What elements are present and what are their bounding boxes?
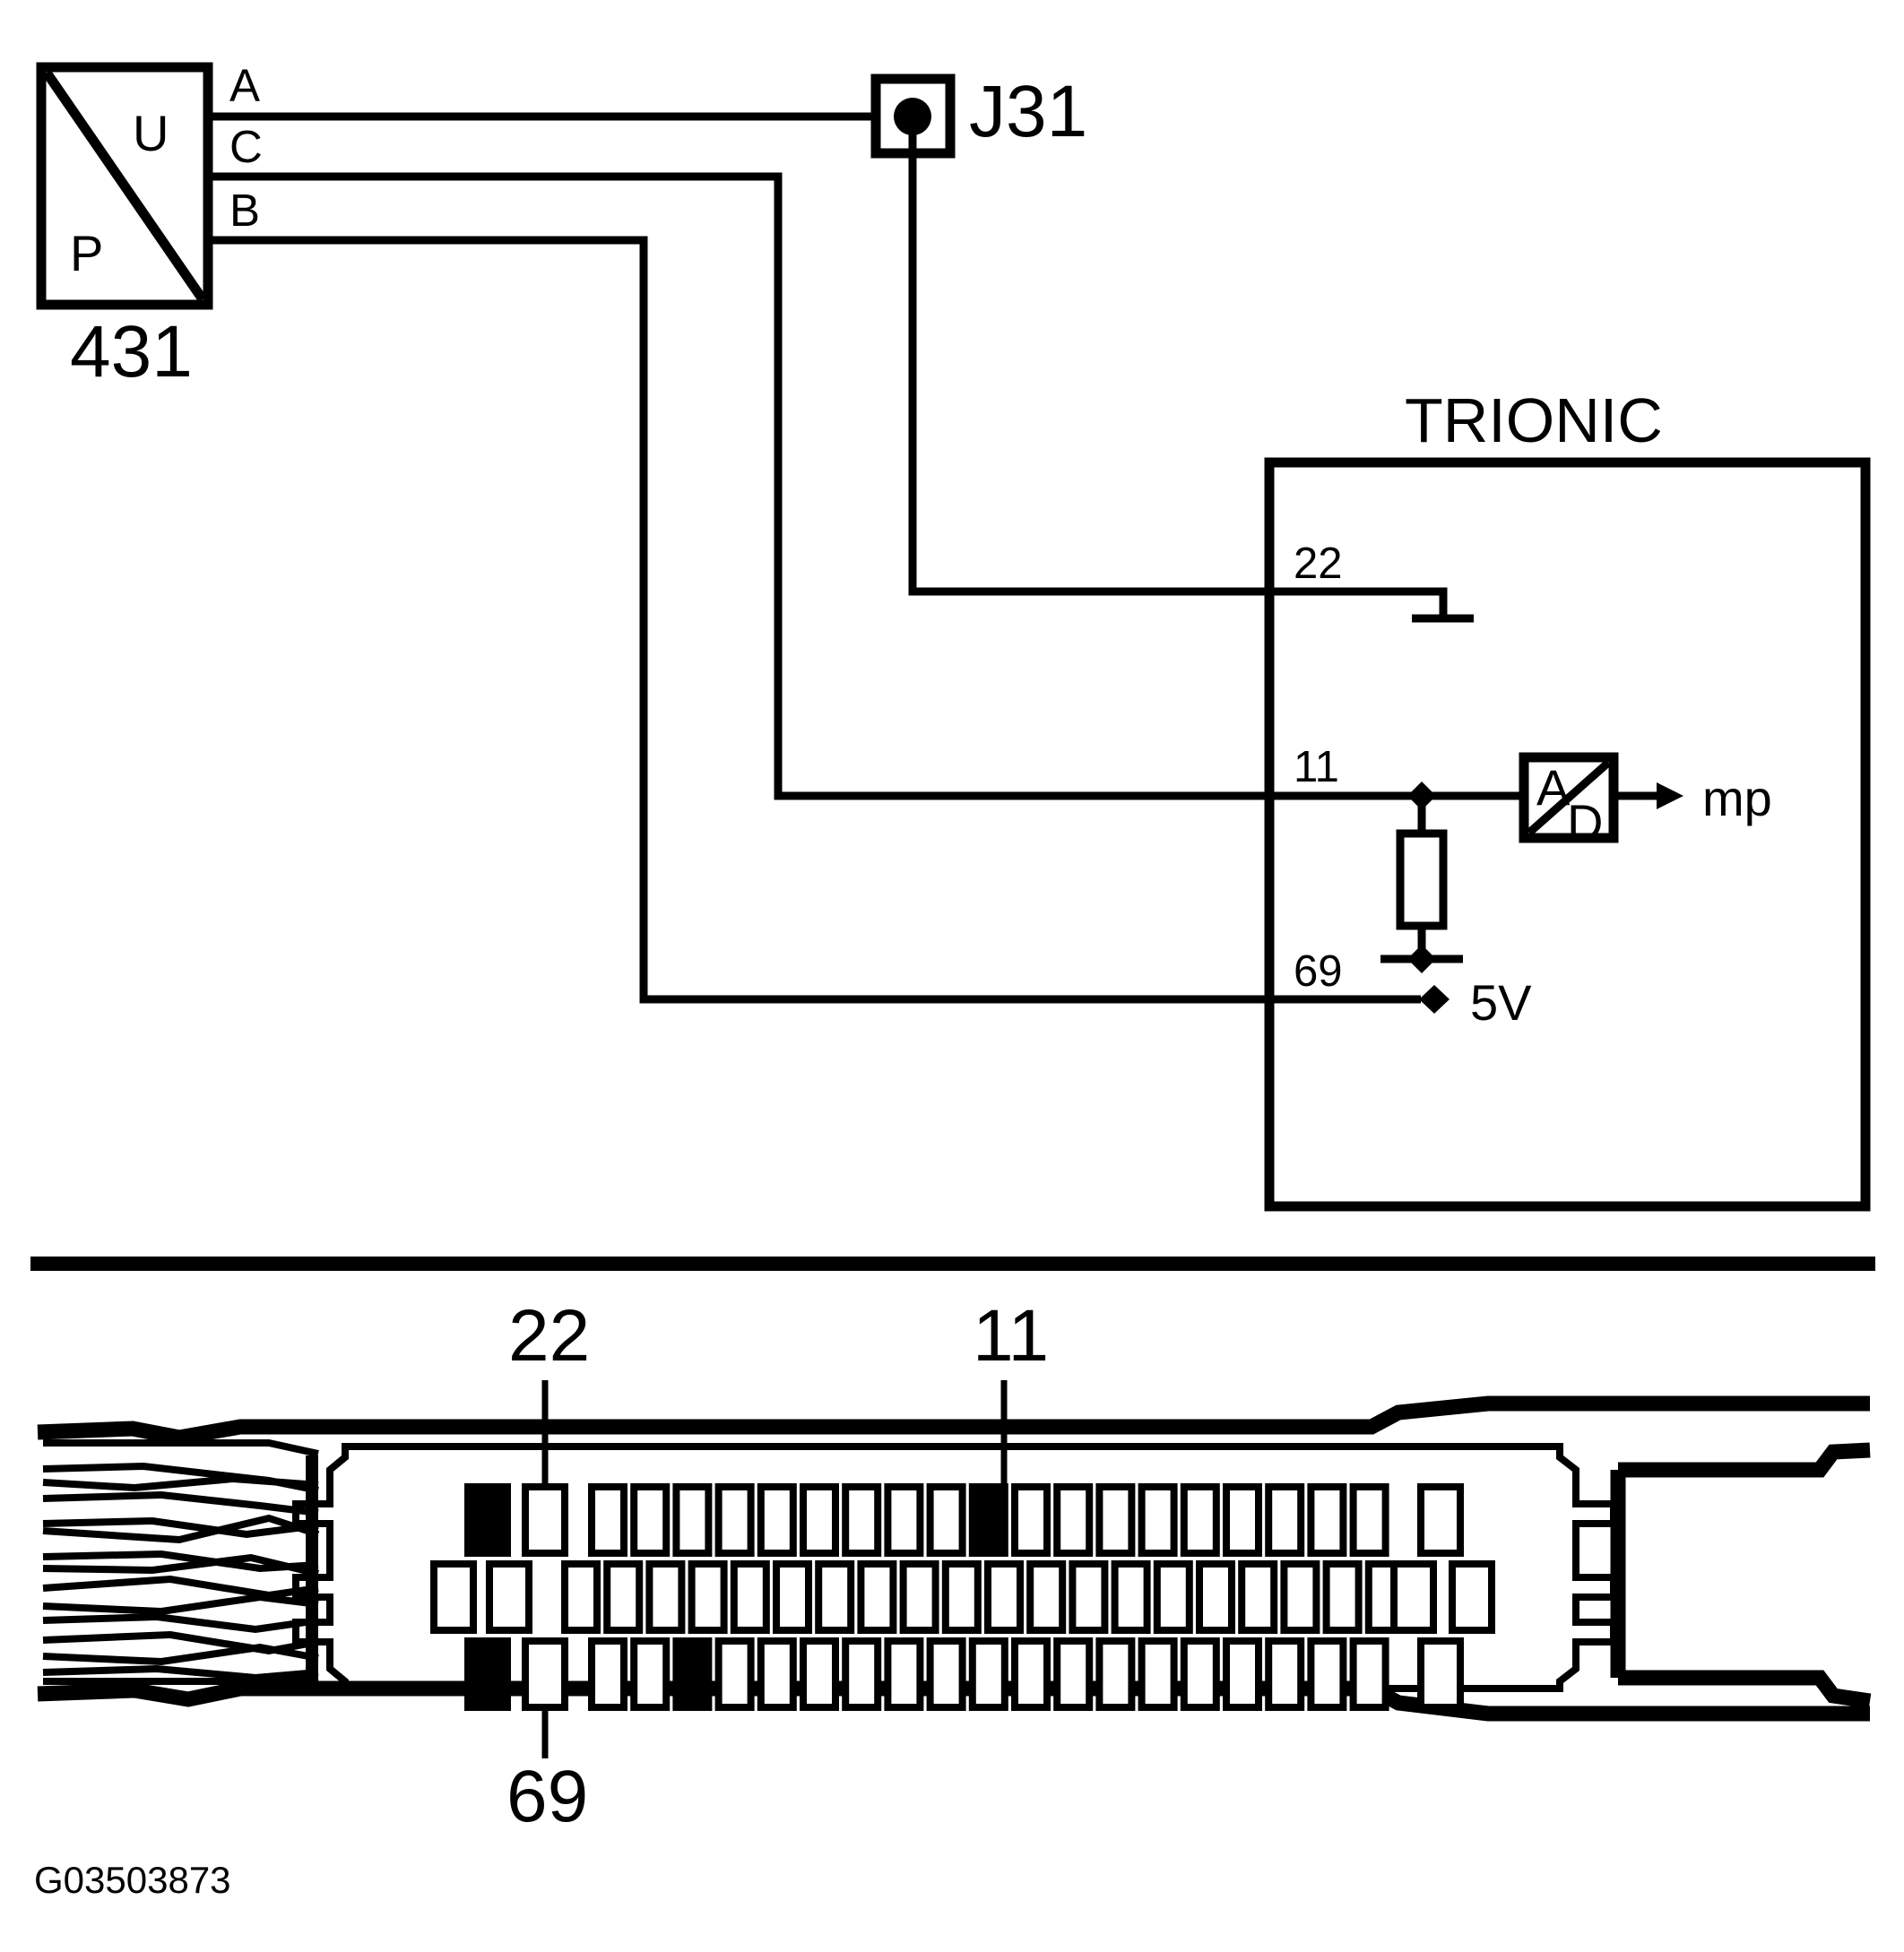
- connector-pin: [968, 1637, 1008, 1711]
- ecu-pin-22-label: 22: [1294, 540, 1343, 588]
- connector-pin: [1053, 1637, 1094, 1711]
- connector-pin: [522, 1483, 568, 1557]
- connector-pin: [1011, 1637, 1051, 1711]
- figure-reference-number: G03503873: [34, 1859, 231, 1901]
- connector-pin: [1417, 1637, 1464, 1711]
- connector-pin: [588, 1483, 627, 1557]
- ad-converter-bottom-label: D: [1567, 794, 1603, 851]
- connector-pin: [926, 1637, 966, 1711]
- sensor-terminal-b-label: B: [229, 185, 260, 236]
- harness-wire-bundle: [37, 1395, 1870, 1722]
- connector-pin: [1223, 1637, 1262, 1711]
- connector-pin: [1238, 1560, 1278, 1634]
- connector-pin: [1111, 1560, 1151, 1634]
- connector-pin: [842, 1483, 882, 1557]
- connector-pin: [1390, 1560, 1437, 1634]
- sensor-component-number: 431: [70, 311, 193, 393]
- connector-pin-grid: [430, 1483, 1495, 1711]
- wire-terminal-b-to-pin-69: [208, 236, 1282, 1004]
- connector-pin: [630, 1637, 671, 1711]
- connector-pin: [672, 1483, 713, 1557]
- connector-pin: [1095, 1637, 1136, 1711]
- connector-pin: [1349, 1483, 1389, 1557]
- connector-pin-filled: [464, 1483, 511, 1557]
- connector-pin: [1095, 1483, 1136, 1557]
- sensor-symbol-u-label: U: [133, 105, 169, 161]
- ecu-pin-11-lead: [1269, 782, 1524, 973]
- sensor-terminal-c-label: C: [229, 121, 263, 172]
- connector-pin: [1069, 1560, 1109, 1634]
- connector-pin: [1417, 1483, 1464, 1557]
- connector-pin: [430, 1560, 477, 1634]
- connector-pin: [561, 1560, 601, 1634]
- connector-pin: [1280, 1560, 1320, 1634]
- sensor-terminal-a-label: A: [229, 60, 260, 111]
- connector-pin: [800, 1483, 839, 1557]
- connector-pin: [757, 1483, 797, 1557]
- connector-pin: [1307, 1637, 1347, 1711]
- connector-pin: [842, 1637, 882, 1711]
- connector-pin: [941, 1560, 982, 1634]
- connector-pin: [1322, 1560, 1363, 1634]
- connector-pin: [1180, 1637, 1220, 1711]
- connector-pin: [730, 1560, 770, 1634]
- ecu-pin-11-label: 11: [1294, 743, 1339, 791]
- connector-pin: [588, 1637, 627, 1711]
- connector-pin: [1026, 1560, 1067, 1634]
- trionic-title: TRIONIC: [1405, 385, 1663, 455]
- connector-shroud: [1610, 1442, 1872, 1709]
- connector-pin: [1053, 1483, 1094, 1557]
- connector-pin-filled: [672, 1637, 713, 1711]
- sensor-431-symbol: [36, 62, 213, 310]
- connector-pin: [926, 1483, 966, 1557]
- connector-pin: [1449, 1560, 1495, 1634]
- connector-pin: [1153, 1560, 1193, 1634]
- ecu-pin-69-lead: [1269, 985, 1450, 1014]
- j31-splice-label: J31: [969, 71, 1087, 152]
- connector-pin: [857, 1560, 897, 1634]
- connector-callout-69: 69: [506, 1756, 588, 1837]
- connector-pin: [688, 1560, 728, 1634]
- connector-pin: [522, 1637, 568, 1711]
- connector-pin: [984, 1560, 1024, 1634]
- connector-callout-22: 22: [508, 1295, 590, 1377]
- connector-pin: [773, 1560, 812, 1634]
- sensor-symbol-p-label: P: [70, 225, 103, 281]
- connector-pin: [1265, 1637, 1305, 1711]
- connector-pin: [757, 1637, 797, 1711]
- connector-pin: [899, 1560, 939, 1634]
- connector-pin: [1138, 1483, 1178, 1557]
- wire-terminal-c-to-pin-11: [208, 172, 1282, 800]
- connector-pin: [1265, 1483, 1305, 1557]
- connector-pin: [1307, 1483, 1347, 1557]
- connector-pin: [603, 1560, 644, 1634]
- connector-pin: [1223, 1483, 1262, 1557]
- ecu-pin-22-lead: [1269, 587, 1474, 623]
- connector-pin: [884, 1483, 924, 1557]
- connector-pin: [1011, 1483, 1051, 1557]
- connector-pin-filled: [968, 1483, 1008, 1557]
- connector-pin: [1349, 1637, 1389, 1711]
- analog-to-digital-converter-symbol: [1519, 752, 1683, 843]
- ecu-pin-69-label: 69: [1294, 947, 1343, 996]
- connector-pin: [486, 1560, 532, 1634]
- trionic-ecu-box: [1264, 457, 1871, 1212]
- connector-pin: [630, 1483, 671, 1557]
- connector-pin: [645, 1560, 686, 1634]
- connector-callout-11: 11: [973, 1295, 1049, 1377]
- connector-pin: [1196, 1560, 1235, 1634]
- j31-splice-symbol: [870, 73, 1282, 596]
- microprocessor-output-label: mp: [1702, 770, 1772, 826]
- connector-pin: [815, 1560, 855, 1634]
- connector-pin: [714, 1637, 755, 1711]
- connector-pin-filled: [464, 1637, 511, 1711]
- connector-pin: [884, 1637, 924, 1711]
- ad-converter-top-label: A: [1536, 759, 1571, 816]
- connector-pin: [1138, 1637, 1178, 1711]
- connector-pin: [714, 1483, 755, 1557]
- supply-voltage-label: 5V: [1470, 974, 1532, 1031]
- connector-pin: [800, 1637, 839, 1711]
- connector-pin: [1180, 1483, 1220, 1557]
